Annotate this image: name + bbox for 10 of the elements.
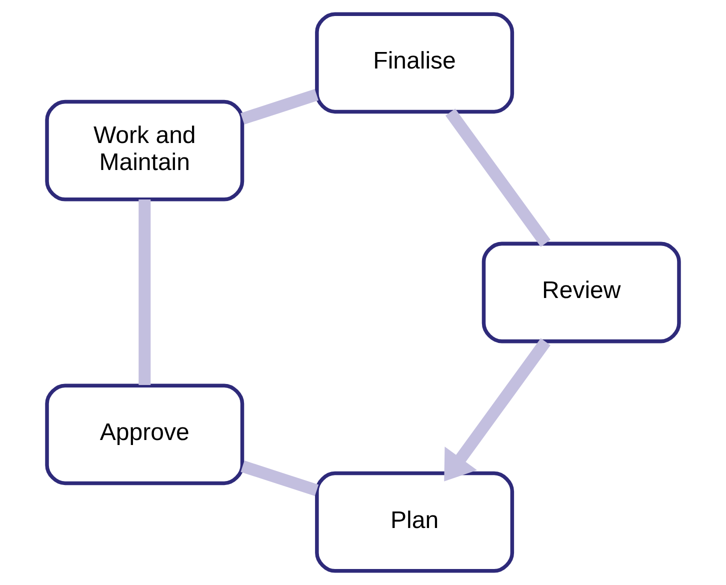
node-box: Plan (315, 471, 514, 573)
arrow (444, 338, 550, 482)
connector (240, 89, 318, 125)
connector (240, 460, 319, 496)
node-box: Work and Maintain (45, 100, 244, 202)
node-box: Finalise (315, 12, 514, 114)
connector (138, 199, 151, 385)
node-box: Review (482, 242, 681, 344)
connector (445, 108, 550, 247)
node-box: Approve (45, 384, 244, 486)
